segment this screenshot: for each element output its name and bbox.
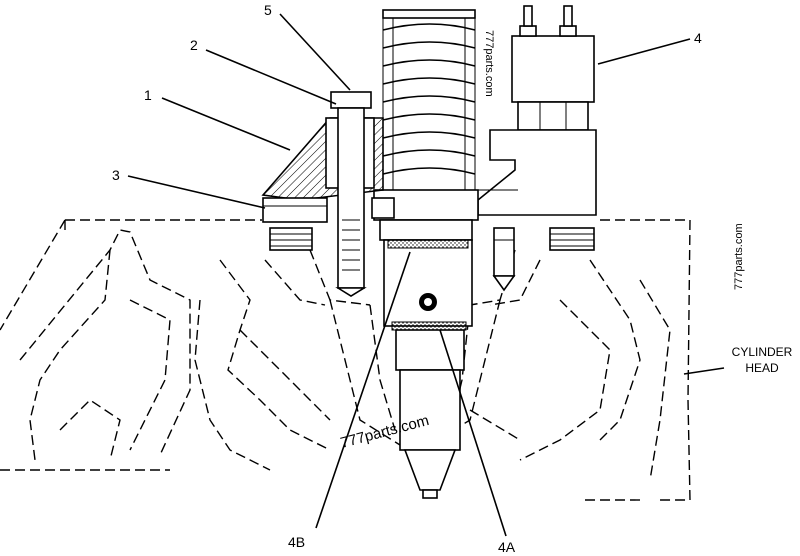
injector-clamp [261, 117, 384, 201]
leader-2 [205, 49, 337, 105]
injector-body [373, 189, 479, 499]
injector-solenoid [477, 5, 597, 216]
clamp-spacer [262, 197, 395, 223]
cylinder-head [0, 219, 691, 501]
callouts: 1 2 3 4 5 4B 4A CYLINDER HEAD [112, 2, 793, 555]
callout-3: 3 [112, 167, 120, 183]
callout-4: 4 [694, 30, 702, 46]
valve-seat-right [549, 227, 595, 251]
leader-5 [279, 13, 351, 91]
leader-cylinder-head [683, 367, 725, 375]
clamp-bolt [330, 91, 372, 297]
cylinder-head-label-line2: HEAD [745, 361, 779, 375]
cylinder-head-label-line1: CYLINDER [732, 345, 793, 359]
unit-injector [373, 5, 597, 499]
callout-5: 5 [264, 2, 272, 18]
valve-seat-left [269, 227, 313, 251]
watermark-right: 777parts.com [733, 223, 745, 290]
leader-4b [315, 251, 411, 529]
dowel-pin [492, 227, 516, 292]
callout-1: 1 [144, 87, 152, 103]
leader-3 [127, 175, 266, 209]
callout-2: 2 [190, 37, 198, 53]
callout-4b: 4B [288, 534, 305, 550]
injector-spring [382, 9, 476, 190]
callout-4a: 4A [498, 539, 516, 555]
watermark-top: 777parts.com [483, 30, 495, 97]
leader-lines [127, 13, 725, 537]
leader-4 [597, 38, 691, 65]
leader-1 [161, 97, 291, 151]
leader-4a [439, 329, 507, 537]
